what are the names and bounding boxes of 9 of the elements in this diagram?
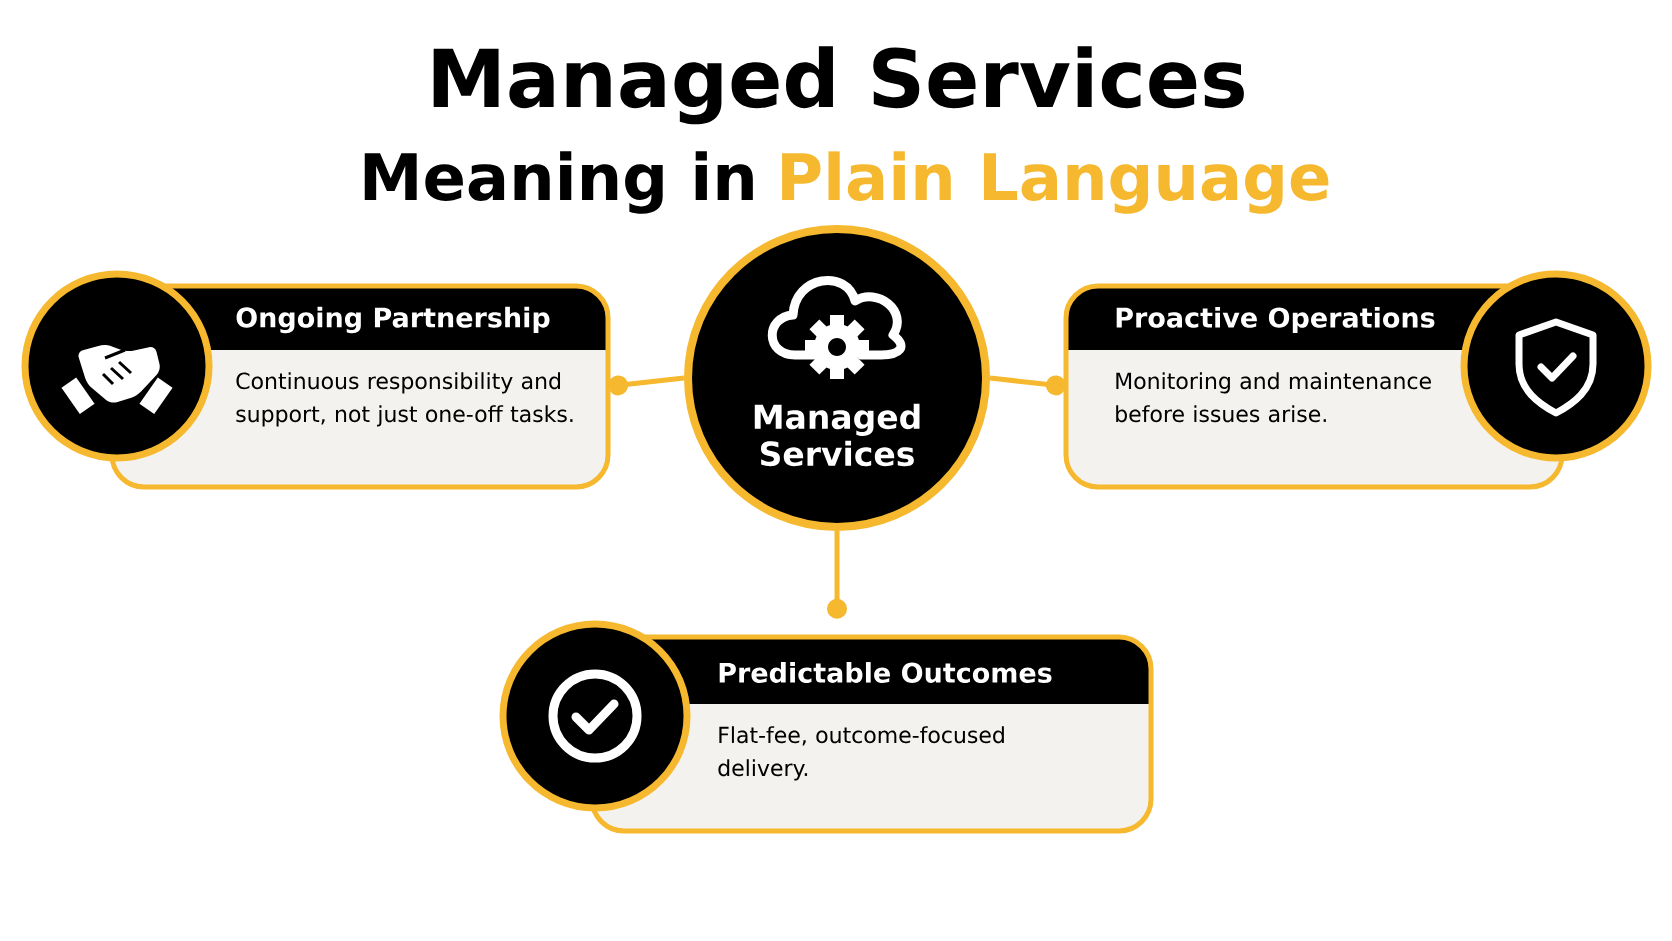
subtitle: Plain Language — [782, 151, 1329, 214]
subtitle: Meaning in — [364, 151, 753, 214]
connector — [608, 375, 685, 396]
card: Proactive Operations Monitoring and maintenance before issues arise. — [1063, 270, 1652, 490]
card: Predictable Outcomes Flat-fee, outcome-focused delivery. — [499, 620, 1154, 834]
connector — [989, 375, 1066, 396]
title: Managed Services — [433, 46, 1244, 125]
connector — [827, 531, 847, 619]
card: Ongoing Partnership Continuous responsibility and support, not just one-off tasks. — [21, 270, 611, 490]
